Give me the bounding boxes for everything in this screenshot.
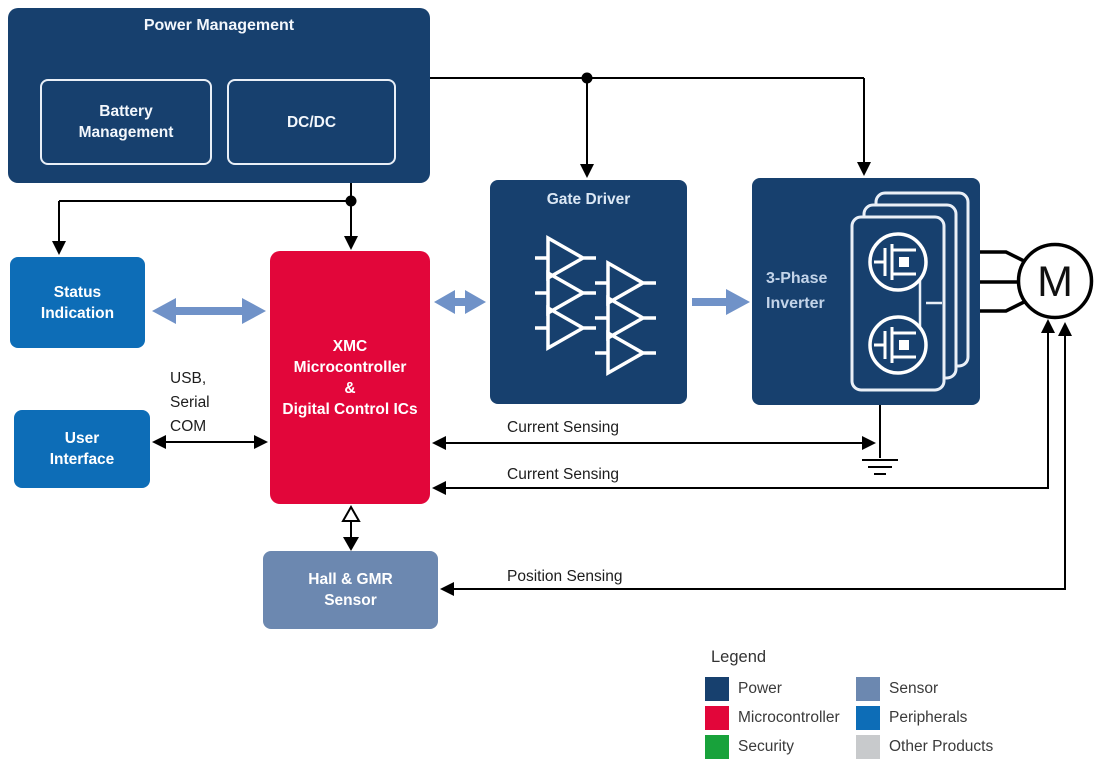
- legend-item-other-products: Other Products: [856, 732, 993, 761]
- mosfet-icon-bottom: [868, 315, 928, 375]
- legend-title: Legend: [711, 648, 767, 666]
- block-battery-management: Battery Management: [40, 79, 212, 165]
- amplifier-icon: [535, 234, 596, 282]
- other-products-color-swatch: [856, 734, 880, 759]
- phase-line-3: [980, 300, 1025, 313]
- legend-item-peripherals: Peripherals: [856, 703, 993, 732]
- motor-circle: [1016, 242, 1094, 320]
- peripherals-color-swatch: [856, 705, 880, 730]
- motor-label: M: [1037, 258, 1073, 306]
- block-hall-gmr-sensor: Hall & GMR Sensor: [263, 551, 438, 629]
- mosfet-icon-top: [868, 232, 928, 292]
- current-sensing-top-label: Current Sensing: [507, 419, 620, 436]
- gate-driver-amplifier-icons: [535, 234, 656, 377]
- xmc-label: XMC Microcontroller & Digital Control IC…: [282, 337, 418, 418]
- hall-sensor-label: Hall & GMR Sensor: [308, 571, 393, 609]
- legend-label: Power: [738, 679, 782, 697]
- block-power-management: Power Management Battery Management DC/D…: [8, 8, 430, 183]
- junction-dot-top: [581, 72, 593, 84]
- legend-item-security: Security: [705, 732, 856, 761]
- dc-dc-label: DC/DC: [286, 113, 337, 131]
- amplifier-icon: [535, 304, 596, 352]
- microcontroller-color-swatch: [705, 705, 729, 730]
- flow-arrow-status-xmc: [152, 298, 266, 324]
- ground-symbol: [862, 459, 898, 475]
- legend-label: Other Products: [889, 737, 994, 755]
- block-xmc-microcontroller: XMC Microcontroller & Digital Control IC…: [270, 251, 430, 504]
- flow-shaft: [175, 307, 243, 315]
- block-user-interface: User Interface: [14, 410, 150, 488]
- status-indication-label: Status Indication: [40, 283, 115, 322]
- arrowhead-into-xmc-top: [344, 236, 358, 250]
- phase-line-1: [980, 250, 1025, 263]
- gate-driver-title: Gate Driver: [546, 191, 631, 208]
- hollow-arrowhead-into-xmc-bottom: [341, 504, 361, 522]
- legend-label: Microcontroller: [738, 708, 840, 726]
- amplifier-icon: [595, 294, 656, 342]
- block-3-phase-inverter: 3-Phase Inverter: [752, 178, 980, 405]
- security-color-swatch: [705, 734, 729, 759]
- arrowhead-into-xmc-left: [254, 435, 268, 449]
- block-gate-driver: Gate Driver: [490, 180, 687, 404]
- flow-head-left: [152, 298, 176, 324]
- legend-label: Security: [738, 737, 794, 755]
- position-sensing-label: Position Sensing: [507, 568, 623, 585]
- arrowhead-into-hall: [343, 537, 359, 551]
- amplifier-icon: [595, 259, 656, 307]
- legend-label: Sensor: [889, 679, 939, 697]
- legend-item-sensor: Sensor: [856, 674, 993, 703]
- power-color-swatch: [705, 676, 729, 701]
- arrowhead-into-inverter: [857, 162, 871, 176]
- junction-dot-left: [345, 195, 357, 207]
- motor-symbol: M: [980, 242, 1094, 320]
- legend-label: Peripherals: [889, 708, 968, 726]
- arrowhead-into-status: [52, 241, 66, 255]
- flow-head-right: [465, 290, 486, 314]
- flow-shaft: [454, 298, 467, 306]
- usb-serial-com-label: USB, Serial COM: [170, 370, 210, 435]
- flow-head-right: [242, 298, 266, 324]
- amplifier-icon: [535, 269, 596, 317]
- arrowhead-into-user: [152, 435, 166, 449]
- user-interface-label: User Interface: [49, 430, 115, 468]
- block-status-indication: Status Indication: [10, 257, 145, 348]
- arrowhead-cs-into-motor: [1041, 319, 1055, 333]
- legend-item-microcontroller: Microcontroller: [705, 703, 856, 732]
- flow-head-right: [726, 289, 750, 315]
- legend-grid: Power Microcontroller Security Sensor Pe…: [705, 674, 993, 761]
- legend-item-power: Power: [705, 674, 856, 703]
- arrowhead-into-gate-driver: [580, 164, 594, 178]
- arrowhead-cs-top-left: [432, 436, 446, 450]
- sensor-color-swatch: [856, 676, 880, 701]
- arrowhead-position-left: [440, 582, 454, 596]
- inverter-label: 3-Phase Inverter: [766, 270, 828, 312]
- flow-arrow-gate-inverter: [692, 289, 750, 315]
- arrowhead-position-into-motor: [1058, 322, 1072, 336]
- flow-head-left: [434, 290, 455, 314]
- battery-management-label: Battery Management: [78, 103, 174, 141]
- current-sensing-bottom-label: Current Sensing: [507, 466, 620, 483]
- flow-shaft: [692, 298, 728, 306]
- power-management-title: Power Management: [143, 17, 295, 34]
- block-dc-dc: DC/DC: [227, 79, 396, 165]
- arrowhead-cs-top-right: [862, 436, 876, 450]
- arrowhead-cs-bottom-left: [432, 481, 446, 495]
- legend: Legend Power Microcontroller Security Se…: [705, 648, 993, 761]
- amplifier-icon: [595, 329, 656, 377]
- flow-arrow-xmc-gate: [434, 290, 486, 314]
